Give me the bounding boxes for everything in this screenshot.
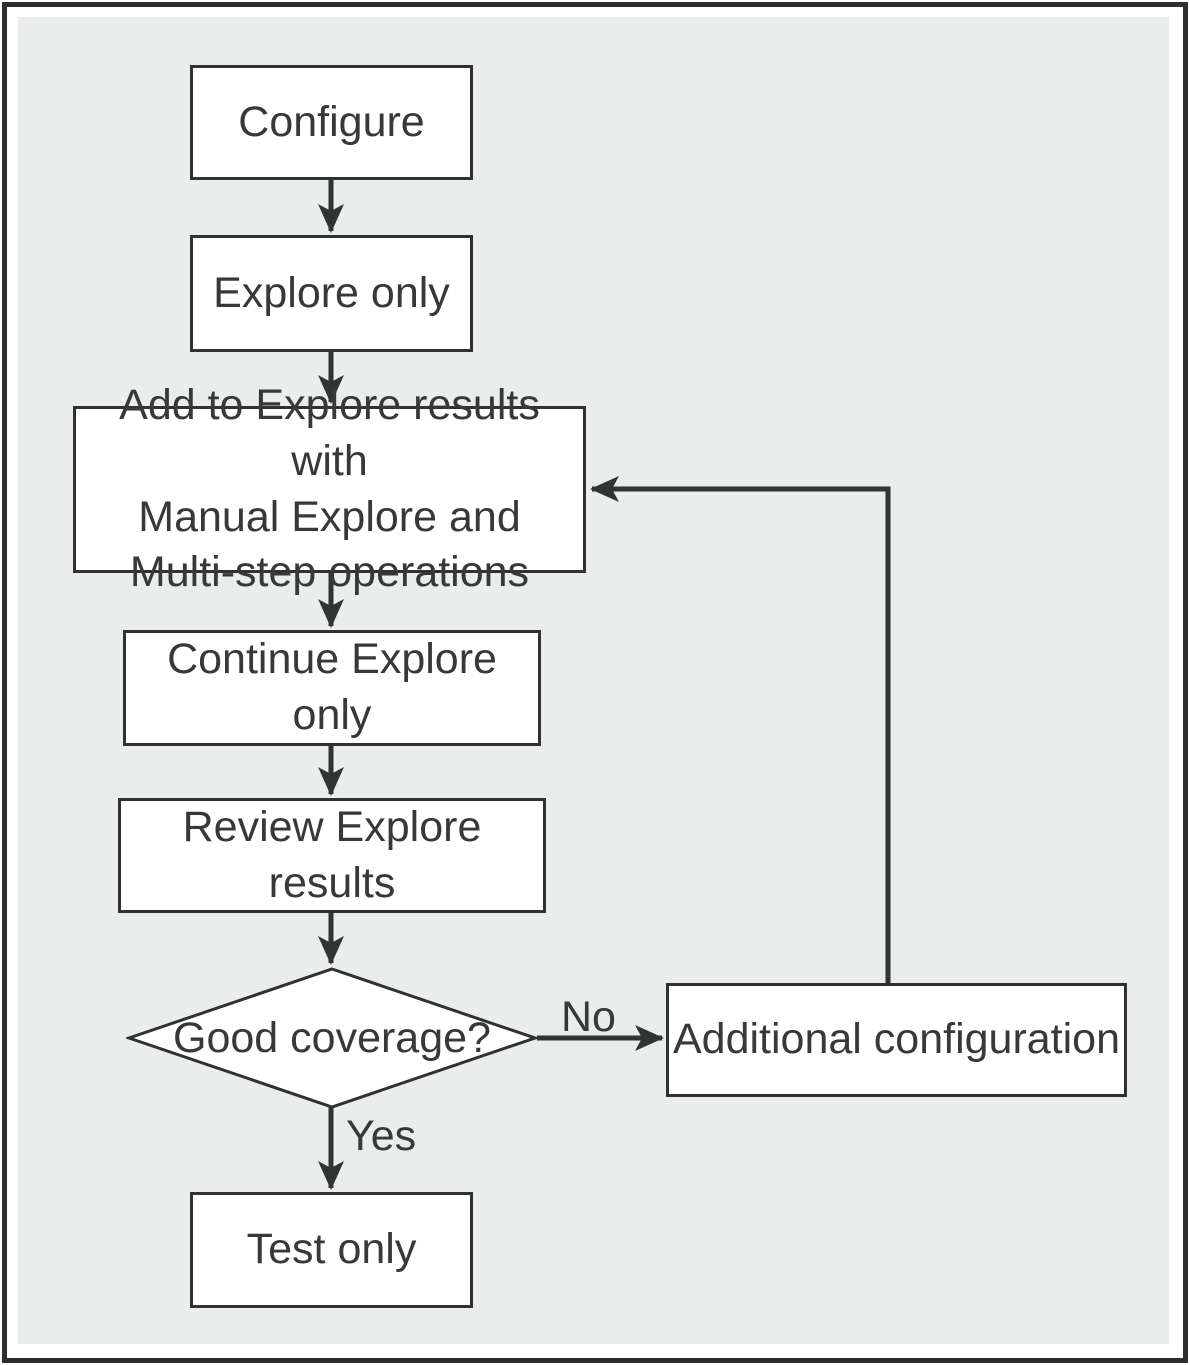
edge-label-no: No xyxy=(561,993,616,1041)
node-configure: Configure xyxy=(190,65,473,180)
node-continue-explore-label: Continue Explore only xyxy=(167,635,497,739)
edge-label-yes: Yes xyxy=(346,1112,417,1160)
node-test-only: Test only xyxy=(190,1192,473,1308)
node-add-explore: Add to Explore results with Manual Explo… xyxy=(73,381,586,596)
node-additional-config: Additional configuration xyxy=(666,983,1127,1097)
node-explore-only: Explore only xyxy=(190,235,473,352)
node-good-coverage: Good coverage? xyxy=(126,967,538,1109)
node-continue-explore: Continue Explore only xyxy=(123,630,541,746)
decision-diamond-shape xyxy=(126,967,538,1109)
node-review-results: Review Explore results xyxy=(118,798,546,913)
node-good-coverage-label: Good coverage? xyxy=(173,1013,491,1062)
node-additional-config-label: Additional configuration xyxy=(672,1015,1121,1064)
node-add-explore-line1: Add to Explore results with xyxy=(119,380,540,485)
node-configure-label: Configure xyxy=(238,97,425,146)
node-test-only-label: Test only xyxy=(246,1225,417,1274)
node-add-explore-line3: Multi-step operations xyxy=(129,548,530,597)
node-review-results-label: Review Explore results xyxy=(182,802,482,907)
node-add-explore-line2: Manual Explore and xyxy=(138,492,521,541)
node-add-explore-label: Add to Explore results with Manual Explo… xyxy=(76,378,583,602)
node-explore-only-label: Explore only xyxy=(213,268,450,317)
